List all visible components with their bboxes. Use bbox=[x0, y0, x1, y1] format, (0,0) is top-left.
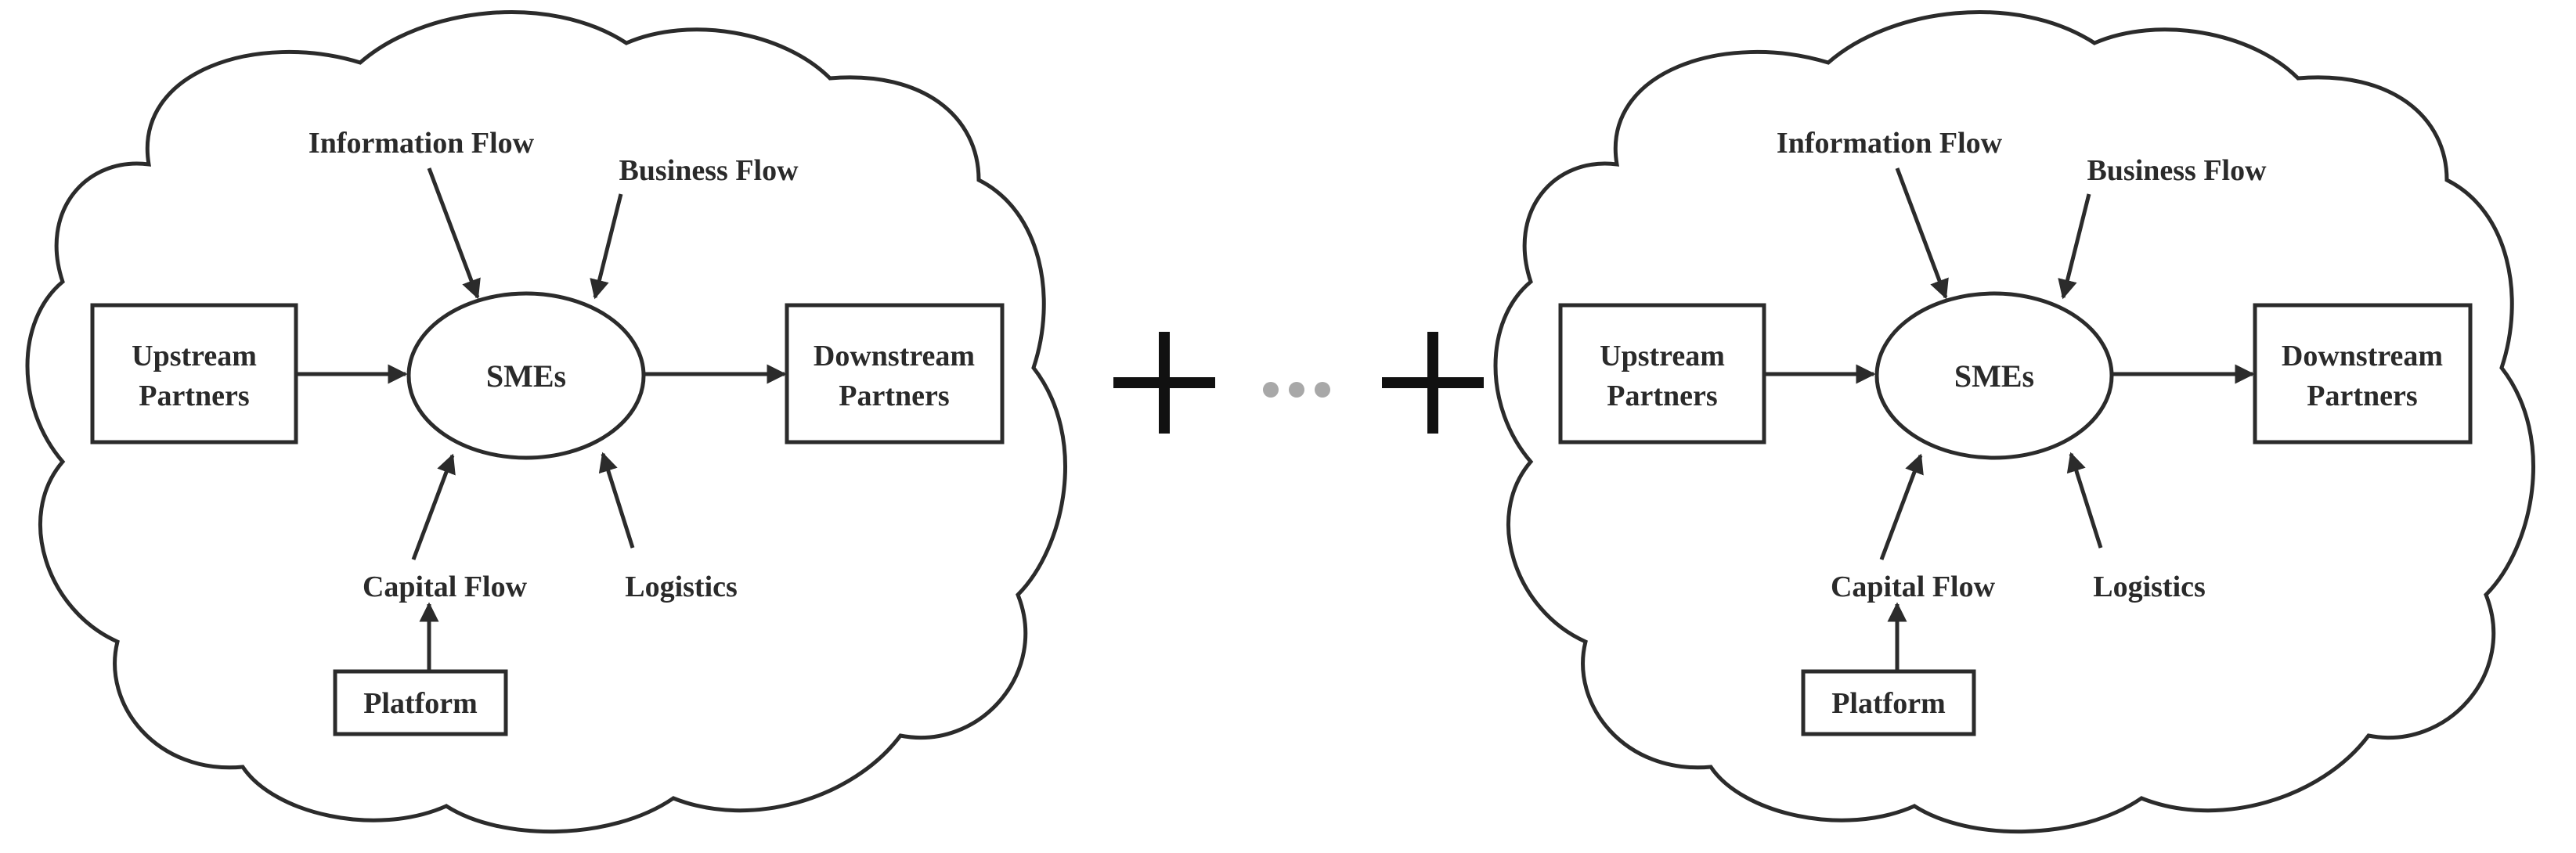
downstream-partners-label-line1: Downstream bbox=[814, 340, 975, 373]
upstream-partners-box bbox=[1558, 303, 1766, 444]
logistics-label: Logistics bbox=[2093, 570, 2206, 603]
arrow-logistics bbox=[2066, 452, 2103, 549]
capital-flow-label: Capital Flow bbox=[1831, 570, 1996, 603]
platform-box bbox=[333, 669, 508, 736]
arrow-information-flow bbox=[427, 167, 481, 300]
downstream-partners-label-line1: Downstream bbox=[2282, 340, 2443, 373]
downstream-partners-box bbox=[785, 303, 1005, 444]
logistics-label: Logistics bbox=[625, 570, 738, 603]
information-flow-label: Information Flow bbox=[1777, 127, 2003, 160]
information-flow-label: Information Flow bbox=[308, 127, 535, 160]
ellipsis-dots bbox=[1263, 382, 1330, 398]
business-flow-label: Business Flow bbox=[2087, 154, 2267, 187]
arrow-capital-flow bbox=[411, 453, 456, 560]
upstream-partners-label-line2: Partners bbox=[1607, 380, 1717, 412]
panel-1: Upstream Partners SMEs Downstream Partne… bbox=[25, 10, 1067, 833]
smes-label: SMEs bbox=[486, 358, 566, 394]
upstream-partners-box bbox=[90, 303, 298, 444]
downstream-partners-label-line2: Partners bbox=[2307, 380, 2417, 412]
upstream-partners-label-line1: Upstream bbox=[1600, 340, 1725, 373]
plus-sign-left bbox=[1113, 332, 1215, 434]
capital-flow-label: Capital Flow bbox=[363, 570, 528, 603]
business-flow-label: Business Flow bbox=[619, 154, 799, 187]
platform-label: Platform bbox=[1831, 687, 1946, 720]
arrow-business-flow bbox=[590, 193, 623, 300]
arrow-capital-flow bbox=[1879, 453, 1924, 560]
upstream-partners-label-line1: Upstream bbox=[132, 340, 257, 373]
arrow-information-flow bbox=[1895, 167, 1949, 300]
platform-box bbox=[1801, 669, 1976, 736]
plus-sign-right bbox=[1382, 332, 1484, 434]
arrow-logistics bbox=[598, 452, 635, 549]
downstream-partners-box bbox=[2253, 303, 2473, 444]
smes-label: SMEs bbox=[1954, 358, 2034, 394]
platform-label: Platform bbox=[363, 687, 478, 720]
upstream-partners-label-line2: Partners bbox=[139, 380, 249, 412]
arrow-business-flow bbox=[2058, 193, 2091, 300]
panel-2: Upstream Partners SMEs Downstream Partne… bbox=[1493, 10, 2535, 833]
downstream-partners-label-line2: Partners bbox=[839, 380, 949, 412]
